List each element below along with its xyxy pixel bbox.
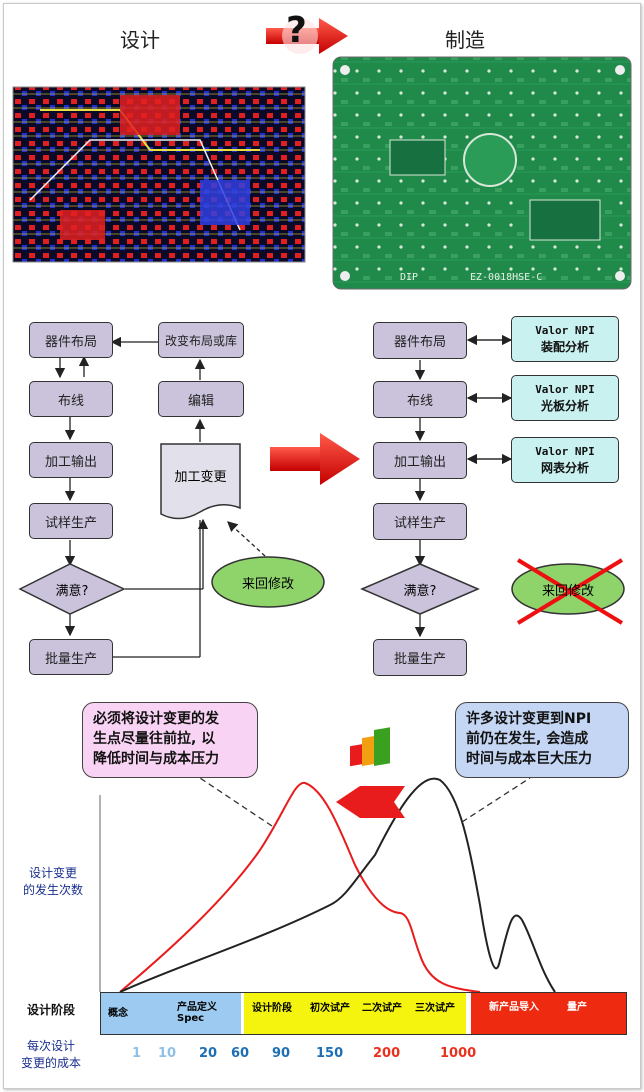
question-mark: ? <box>286 10 307 51</box>
right-layout-box: 器件布局 <box>373 322 467 359</box>
right-satisfied-label: 满意? <box>403 584 437 599</box>
right-routing-box: 布线 <box>373 381 467 418</box>
pcb-manufactured-image <box>332 56 632 290</box>
phase-bar <box>100 992 627 1035</box>
left-decision-shape <box>18 563 126 615</box>
left-arrow-icon <box>336 786 405 818</box>
npi-assembly-box: Valor NPI 装配分析 <box>511 316 619 362</box>
phase-mass: 量产 <box>567 1002 587 1013</box>
phase-spec-2: Spec <box>177 1013 205 1024</box>
left-change-layout-box: 改变布局或库 <box>158 322 244 358</box>
phase-design-block: 设计阶段 初次试产 二次试产 三次试产 <box>244 993 466 1034</box>
manufacture-header: 制造 <box>445 28 485 52</box>
left-mass-box: 批量生产 <box>29 639 113 675</box>
left-rework-label: 来回修改 <box>241 577 294 592</box>
phase-concept-block: 概念 产品定义 Spec <box>101 993 241 1034</box>
cubes-icon <box>350 727 390 767</box>
cost-value-90: 90 <box>272 1046 291 1061</box>
red-curve <box>119 781 481 993</box>
right-rework-label: 来回修改 <box>541 584 594 599</box>
right-bubble: 许多设计变更到NPI 前仍在发生, 会造成 时间与成本巨大压力 <box>455 702 629 778</box>
cost-value-20: 20 <box>199 1046 218 1061</box>
left-satisfied-label: 满意? <box>55 584 89 599</box>
phase-trial3: 三次试产 <box>415 1003 455 1014</box>
npi-assembly-sub: 装配分析 <box>540 340 589 354</box>
phase-trial2: 二次试产 <box>362 1003 402 1014</box>
ylabel-line-1: 设计变更 <box>28 866 77 880</box>
middle-arrow-icon <box>270 433 360 485</box>
right-mass-box: 批量生产 <box>373 639 467 676</box>
right-flow-connectors <box>414 334 513 638</box>
npi-bareboard-sub: 光板分析 <box>540 399 589 413</box>
phase-design: 设计阶段 <box>252 1003 292 1014</box>
cost-value-200: 200 <box>373 1046 401 1061</box>
npi-assembly-title: Valor NPI <box>535 324 595 337</box>
left-change-label: 加工变更 <box>174 470 227 485</box>
cost-label: 每次设计 变更的成本 <box>14 1038 88 1072</box>
black-curve <box>119 777 556 993</box>
ylabel: 设计变更 的发生次数 <box>16 865 90 899</box>
npi-bareboard-title: Valor NPI <box>535 383 595 396</box>
left-bubble: 必须将设计变更的发 生点尽量往前拉, 以 降低时间与成本压力 <box>82 702 258 778</box>
cost-label-line-1: 每次设计 <box>26 1039 75 1053</box>
design-header: 设计 <box>120 28 160 52</box>
left-layout-box: 器件布局 <box>29 322 113 358</box>
right-decision-shape <box>360 563 480 615</box>
phase-trial1: 初次试产 <box>310 1003 350 1014</box>
left-rework-ellipse <box>211 556 325 608</box>
left-edit-box: 编辑 <box>158 381 244 417</box>
right-trial-box: 试样生产 <box>373 503 467 540</box>
bottom-chart <box>99 727 556 993</box>
phase-spec-1: 产品定义 <box>177 1002 217 1013</box>
left-bubble-line-3: 降低时间与成本压力 <box>93 751 219 767</box>
cost-value-1: 1 <box>132 1046 142 1061</box>
cost-value-60: 60 <box>231 1046 250 1061</box>
phase-concept: 概念 <box>108 1008 128 1019</box>
pcb-design-image <box>12 86 306 263</box>
ylabel-line-2: 的发生次数 <box>22 883 83 897</box>
right-bubble-line-3: 时间与成本巨大压力 <box>466 751 592 767</box>
left-routing-box: 布线 <box>29 381 113 417</box>
npi-netlist-box: Valor NPI 网表分析 <box>511 437 619 483</box>
left-output-box: 加工输出 <box>29 442 113 478</box>
npi-bareboard-box: Valor NPI 光板分析 <box>511 375 619 421</box>
pcb-dip-label: DIP <box>400 272 419 283</box>
left-trial-box: 试样生产 <box>29 503 113 539</box>
right-bubble-line-1: 许多设计变更到NPI <box>466 711 592 727</box>
cost-value-10: 10 <box>158 1046 177 1061</box>
cost-value-1000: 1000 <box>440 1046 477 1061</box>
pcb-code-label: EZ-0018HSE-C <box>470 272 543 283</box>
cross-out-icon <box>516 558 624 625</box>
npi-netlist-sub: 网表分析 <box>540 461 589 475</box>
phase-npi: 新产品导入 <box>489 1002 539 1013</box>
left-document-shape <box>160 443 241 520</box>
left-bubble-line-2: 生点尽量往前拉, 以 <box>93 731 216 747</box>
npi-netlist-title: Valor NPI <box>535 445 595 458</box>
left-flow-connectors <box>54 336 266 658</box>
header-arrow-icon <box>266 18 348 54</box>
cost-value-150: 150 <box>316 1046 344 1061</box>
right-output-box: 加工输出 <box>373 442 467 479</box>
cost-label-line-2: 变更的成本 <box>20 1056 81 1070</box>
phase-label: 设计阶段 <box>26 1003 75 1017</box>
phase-npi-block: 新产品导入 量产 <box>471 993 626 1034</box>
right-bubble-line-2: 前仍在发生, 会造成 <box>466 731 589 747</box>
left-bubble-line-1: 必须将设计变更的发 <box>93 711 219 727</box>
